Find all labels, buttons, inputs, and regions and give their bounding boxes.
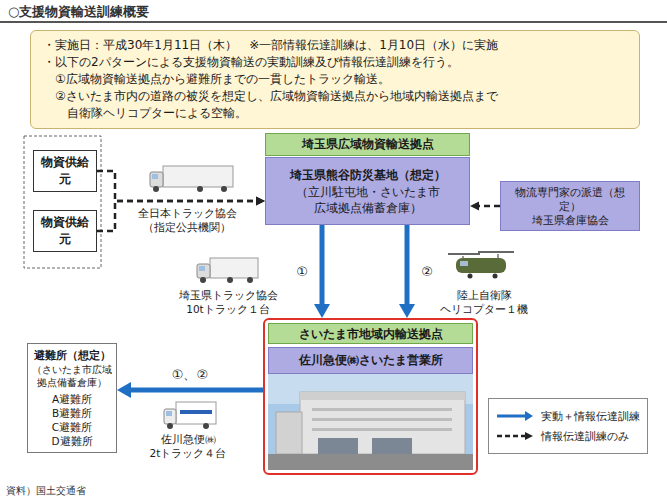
helicopter-icon xyxy=(448,252,514,279)
transport-arrow xyxy=(117,382,263,398)
arrowhead xyxy=(399,304,415,318)
transport-arrow xyxy=(399,225,415,318)
legend-text: 実動＋情報伝達訓練 xyxy=(541,409,640,423)
summary-box: ・実施日：平成30年1月11日（木） ※一部情報伝達訓練は、1月10日（水）に実… xyxy=(30,30,640,129)
connector-line xyxy=(320,225,325,305)
supplier-box: 物資供給元 xyxy=(33,150,97,192)
truck-label: 佐川急便㈱ 2tトラック４台 xyxy=(148,432,228,460)
transport-arrow xyxy=(314,225,330,318)
arrowhead xyxy=(256,197,265,206)
node-text: D避難所 xyxy=(51,434,92,448)
building-photo xyxy=(268,374,473,470)
node-text: 避難所（想定） xyxy=(34,348,111,363)
node-text: 物流専門家の派遣（想定） xyxy=(505,185,635,213)
arrowhead xyxy=(256,197,265,206)
depot-box: 佐川急便㈱さいたま営業所 xyxy=(268,347,473,374)
node-text: 佐川急便㈱さいたま営業所 xyxy=(299,352,443,369)
connector-line xyxy=(405,225,410,305)
info-arrow xyxy=(470,202,500,211)
node-text: （さいたま市広域 拠点備蓄倉庫） xyxy=(30,363,114,389)
node-text: 埼玉県熊谷防災基地（想定） xyxy=(290,167,446,184)
legend-box: 実動＋情報伝達訓練情報伝達訓練のみ xyxy=(488,398,648,454)
source-caption: 資料）国土交通省 xyxy=(6,484,86,497)
arrowhead xyxy=(314,304,330,318)
helicopter-label: 陸上自衛隊 ヘリコプター１機 xyxy=(432,288,536,316)
node-text: 物資供給元 xyxy=(37,214,93,248)
legend-row: 実動＋情報伝達訓練 xyxy=(495,406,641,426)
edge-label: ①、② xyxy=(160,366,220,383)
node-text: A避難所 xyxy=(52,392,92,406)
node-text: ②さいたま市内の道路の被災を想定し、広域物資輸送拠点から地域内輸送拠点まで 自衛… xyxy=(43,88,627,122)
legend-sample xyxy=(495,430,535,442)
edge-label: ① xyxy=(292,263,312,280)
node-text: B避難所 xyxy=(52,406,92,420)
local-hub-frame: さいたま市地域内輸送拠点佐川急便㈱さいたま営業所 xyxy=(263,318,478,475)
hub-box: 埼玉県熊谷防災基地（想定）（立川駐屯地・さいたま市 広域拠点備蓄倉庫） xyxy=(265,157,470,225)
truck-label: 埼玉県トラック協会 10tトラック１台 xyxy=(176,288,280,316)
connector-line xyxy=(97,171,257,201)
node-text: ・実施日：平成30年1月11日（木） ※一部情報伝達訓練は、1月10日（水）に実… xyxy=(43,37,627,54)
figure-title: ○支援物資輸送訓練概要 xyxy=(8,3,149,20)
hub-header: 埼玉県広域物資輸送拠点 xyxy=(265,133,470,156)
legend-row: 情報伝達訓練のみ xyxy=(495,426,641,446)
node-text: （立川駐屯地・さいたま市 広域拠点備蓄倉庫） xyxy=(290,184,446,216)
shelter-box: 避難所（想定）（さいたま市広域 拠点備蓄倉庫） A避難所B避難所C避難所D避難所 xyxy=(27,343,117,453)
node-text: ①広域物資輸送拠点から避難所までの一貫したトラック輸送。 xyxy=(43,71,627,88)
node-text: ・以下の2パターンによる支援物資輸送の実動訓練及び情報伝達訓練を行う。 xyxy=(43,54,627,71)
truck-icon xyxy=(164,402,216,429)
arrowhead xyxy=(470,202,479,211)
truck-icon xyxy=(150,166,233,192)
node-text: 埼玉県倉庫協会 xyxy=(532,213,609,227)
expert-box: 物流専門家の派遣（想定）埼玉県倉庫協会 xyxy=(500,181,640,231)
supplier-box: 物資供給元 xyxy=(33,210,97,252)
title-rule xyxy=(0,21,667,23)
node-text: C避難所 xyxy=(52,420,92,434)
legend-text: 情報伝達訓練のみ xyxy=(541,429,629,443)
connector-line xyxy=(478,205,500,208)
carrier-label: 全日本トラック協会 （指定公共機関） xyxy=(135,206,239,234)
edge-label: ② xyxy=(417,263,437,280)
truck-icon xyxy=(197,258,258,283)
supplier-group xyxy=(24,136,101,268)
arrowhead xyxy=(117,382,131,398)
node-text: 埼玉県広域物資輸送拠点 xyxy=(302,136,434,153)
node-text: 物資供給元 xyxy=(37,154,93,188)
node-text: さいたま市地域内輸送拠点 xyxy=(268,323,473,344)
connector-line xyxy=(130,388,263,393)
legend-sample xyxy=(495,410,535,422)
